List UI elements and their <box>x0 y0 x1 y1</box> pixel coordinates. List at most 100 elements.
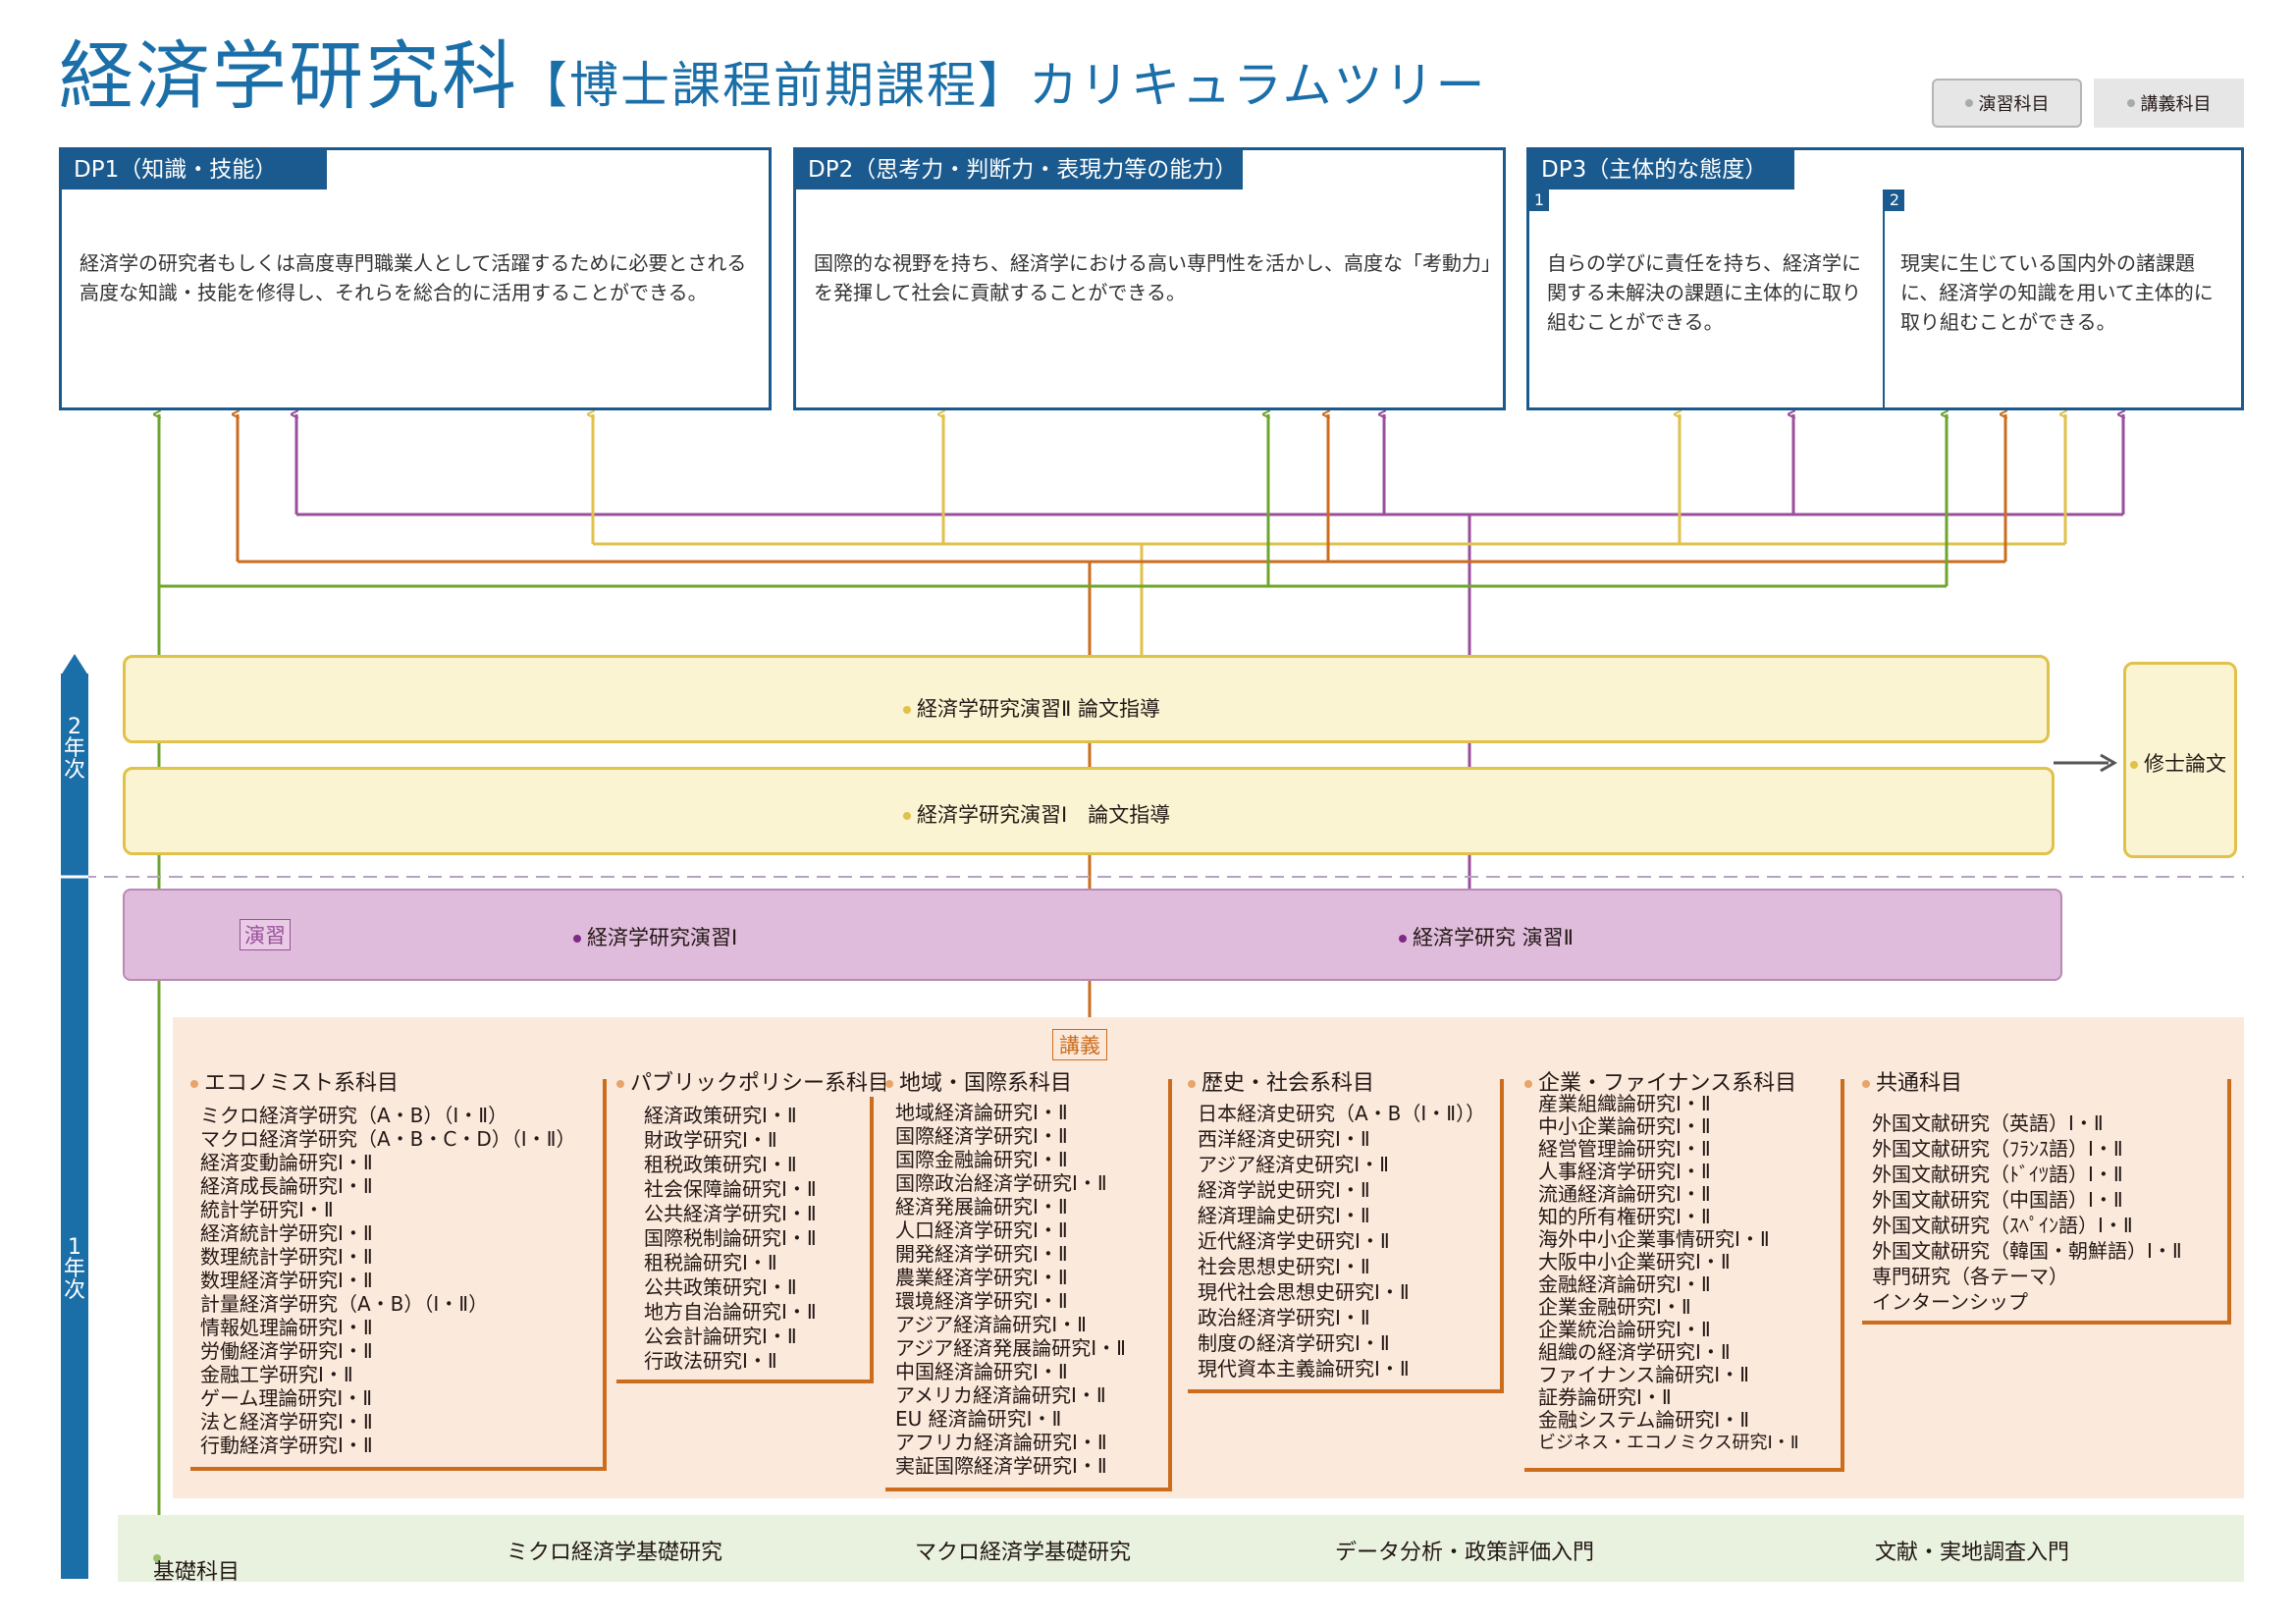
list-item: 租税論研究Ⅰ・Ⅱ <box>644 1251 777 1274</box>
course-list: ミクロ経済学研究（A・B）（Ⅰ・Ⅱ） マクロ経済学研究（A・B・C・D）（Ⅰ・Ⅱ… <box>200 1104 576 1457</box>
list-item: 経済成長論研究Ⅰ・Ⅱ <box>200 1174 373 1198</box>
course-list: 外国文献研究（英語）Ⅰ・Ⅱ 外国文献研究（ﾌﾗﾝｽ語）Ⅰ・Ⅱ 外国文献研究（ﾄﾞ… <box>1872 1110 2182 1315</box>
list-item: アジア経済史研究Ⅰ・Ⅱ <box>1198 1153 1389 1176</box>
list-item: 数理統計学研究Ⅰ・Ⅱ <box>200 1245 373 1269</box>
list-item: 行動経済学研究Ⅰ・Ⅱ <box>200 1434 373 1457</box>
list-item: 中国経済論研究Ⅰ・Ⅱ <box>895 1360 1068 1383</box>
list-item: アジア経済発展論研究Ⅰ・Ⅱ <box>895 1336 1126 1360</box>
list-item: 日本経済史研究（A・B（Ⅰ・Ⅱ）） <box>1198 1102 1486 1125</box>
list-item: 現代社会思想史研究Ⅰ・Ⅱ <box>1198 1280 1410 1304</box>
list-item: 流通経済論研究Ⅰ・Ⅱ <box>1538 1182 1711 1206</box>
kiso-band: 基礎科目 ミクロ経済学基礎研究 マクロ経済学基礎研究 データ分析・政策評価入門 … <box>118 1515 2244 1585</box>
list-item: 海外中小企業事情研究Ⅰ・Ⅱ <box>1538 1227 1770 1251</box>
dp2-text: 国際的な視野を持ち、経済学における高い専門性を活かし、高度な「考動力」を発揮して… <box>814 251 1491 304</box>
list-item: 公会計論研究Ⅰ・Ⅱ <box>644 1325 797 1348</box>
list-item: 開発経済学研究Ⅰ・Ⅱ <box>895 1242 1068 1266</box>
list-item: 現代資本主義論研究Ⅰ・Ⅱ <box>1198 1357 1410 1380</box>
category-business-finance: 企業・ファイナンス系科目 産業組織論研究Ⅰ・Ⅱ 中小企業論研究Ⅰ・Ⅱ 経営管理論… <box>1524 1065 1844 1472</box>
category-history-society: 歴史・社会系科目 日本経済史研究（A・B（Ⅰ・Ⅱ）） 西洋経済史研究Ⅰ・Ⅱ アジ… <box>1188 1065 1504 1393</box>
list-item: インターンシップ <box>1872 1290 2028 1314</box>
list-item: 金融経済論研究Ⅰ・Ⅱ <box>1538 1272 1711 1296</box>
course-list: 産業組織論研究Ⅰ・Ⅱ 中小企業論研究Ⅰ・Ⅱ 経営管理論研究Ⅰ・Ⅱ 人事経済学研究… <box>1538 1093 1799 1454</box>
list-item: EU 経済論研究Ⅰ・Ⅱ <box>895 1407 1062 1431</box>
list-item: 西洋経済史研究Ⅰ・Ⅱ <box>1198 1127 1370 1151</box>
list-item: 情報処理論研究Ⅰ・Ⅱ <box>200 1316 373 1339</box>
category-common: 共通科目 外国文献研究（英語）Ⅰ・Ⅱ 外国文献研究（ﾌﾗﾝｽ語）Ⅰ・Ⅱ 外国文献… <box>1862 1065 2231 1325</box>
list-item: 外国文献研究（ｽﾍﾟｲﾝ語）Ⅰ・Ⅱ <box>1872 1214 2133 1237</box>
list-item: 政治経済学研究Ⅰ・Ⅱ <box>1198 1306 1370 1329</box>
list-item: マクロ経済学研究（A・B・C・D）（Ⅰ・Ⅱ） <box>200 1127 576 1151</box>
list-item: 租税政策研究Ⅰ・Ⅱ <box>644 1153 797 1176</box>
kiso-item: ミクロ経済学基礎研究 <box>507 1541 723 1565</box>
category-title: 歴史・社会系科目 <box>1188 1065 1381 1097</box>
list-item: 地方自治論研究Ⅰ・Ⅱ <box>644 1300 817 1324</box>
title-main: 経済学研究科 <box>59 32 518 120</box>
list-item: 数理経済学研究Ⅰ・Ⅱ <box>200 1269 373 1292</box>
list-item: 経営管理論研究Ⅰ・Ⅱ <box>1538 1137 1711 1161</box>
list-item: 国際金融論研究Ⅰ・Ⅱ <box>895 1148 1068 1171</box>
list-item: アジア経済論研究Ⅰ・Ⅱ <box>895 1313 1087 1336</box>
list-item: 社会保障論研究Ⅰ・Ⅱ <box>644 1177 817 1201</box>
list-item: 外国文献研究（ﾌﾗﾝｽ語）Ⅰ・Ⅱ <box>1872 1137 2123 1161</box>
list-item: 地域経済論研究Ⅰ・Ⅱ <box>895 1101 1068 1124</box>
list-item: 中小企業論研究Ⅰ・Ⅱ <box>1538 1114 1711 1138</box>
dp2-head: DP2（思考力・判断力・表現力等の能力） <box>796 150 1243 189</box>
legend-kogi-label: 講義科目 <box>2140 94 2212 115</box>
list-item: 公共政策研究Ⅰ・Ⅱ <box>644 1275 797 1299</box>
category-title: エコノミスト系科目 <box>190 1065 405 1097</box>
category-economist: エコノミスト系科目 ミクロ経済学研究（A・B）（Ⅰ・Ⅱ） マクロ経済学研究（A・… <box>190 1065 607 1471</box>
list-item: 金融システム論研究Ⅰ・Ⅱ <box>1538 1408 1750 1432</box>
list-item: 経済学説史研究Ⅰ・Ⅱ <box>1198 1178 1370 1202</box>
kiso-item: マクロ経済学基礎研究 <box>915 1541 1132 1565</box>
band-ensyu2-thesis <box>123 655 2050 743</box>
list-item: 経済理論史研究Ⅰ・Ⅱ <box>1198 1204 1370 1227</box>
legend-ensyu-label: 演習科目 <box>1978 94 2050 115</box>
course-list: 日本経済史研究（A・B（Ⅰ・Ⅱ）） 西洋経済史研究Ⅰ・Ⅱ アジア経済史研究Ⅰ・Ⅱ… <box>1198 1101 1485 1381</box>
list-item: 証券論研究Ⅰ・Ⅱ <box>1538 1385 1672 1409</box>
list-item: 法と経済学研究Ⅰ・Ⅱ <box>200 1410 373 1434</box>
list-item: 経済変動論研究Ⅰ・Ⅱ <box>200 1151 373 1174</box>
list-item: 労働経済学研究Ⅰ・Ⅱ <box>200 1339 373 1363</box>
course-list: 経済政策研究Ⅰ・Ⅱ 財政学研究Ⅰ・Ⅱ 租税政策研究Ⅰ・Ⅱ 社会保障論研究Ⅰ・Ⅱ … <box>644 1104 817 1374</box>
list-item: ファイナンス論研究Ⅰ・Ⅱ <box>1538 1363 1749 1386</box>
list-item: 外国文献研究（韓国・朝鮮語）Ⅰ・Ⅱ <box>1872 1239 2182 1263</box>
list-item: 外国文献研究（英語）Ⅰ・Ⅱ <box>1872 1111 2104 1135</box>
list-item: 外国文献研究（中国語）Ⅰ・Ⅱ <box>1872 1188 2123 1212</box>
legend-ensyu: 演習科目 <box>1932 79 2082 128</box>
ensyu-band <box>123 889 2062 981</box>
dp3-text1: 自らの学びに責任を持ち、経済学に関する未解決の課題に主体的に取り組むことができる… <box>1547 251 1861 334</box>
list-item: ゲーム理論研究Ⅰ・Ⅱ <box>200 1386 373 1410</box>
list-item: 統計学研究Ⅰ・Ⅱ <box>200 1198 334 1221</box>
list-item: 金融工学研究Ⅰ・Ⅱ <box>200 1363 353 1386</box>
dp1-text: 経済学の研究者もしくは高度専門職業人として活躍するために必要とされる高度な知識・… <box>80 251 747 304</box>
ensyu-item1: 経済学研究演習Ⅰ <box>573 922 737 951</box>
band-ensyu2-label: 経済学研究演習Ⅱ 論文指導 <box>903 693 1160 723</box>
ensyu-item2: 経済学研究 演習Ⅱ <box>1399 922 1574 951</box>
dp2-box: DP2（思考力・判断力・表現力等の能力） 国際的な視野を持ち、経済学における高い… <box>793 147 1506 410</box>
legend-kogi: 講義科目 <box>2094 79 2244 128</box>
dp3-head: DP3（主体的な態度） <box>1529 150 1794 189</box>
category-public-policy: パブリックポリシー系科目 経済政策研究Ⅰ・Ⅱ 財政学研究Ⅰ・Ⅱ 租税政策研究Ⅰ・… <box>616 1065 896 1383</box>
kogi-tag: 講義 <box>1052 1029 1107 1060</box>
list-item: 経済統計学研究Ⅰ・Ⅱ <box>200 1221 373 1245</box>
dp3-text2: 現実に生じている国内外の諸課題に、経済学の知識を用いて主体的に取り組むことができ… <box>1900 251 2214 334</box>
kiso-item: 文献・実地調査入門 <box>1875 1541 2070 1565</box>
dp1-head: DP1（知識・技能） <box>62 150 327 189</box>
list-item: 行政法研究Ⅰ・Ⅱ <box>644 1349 777 1373</box>
list-item: アメリカ経済論研究Ⅰ・Ⅱ <box>895 1383 1106 1407</box>
list-item: 公共経済学研究Ⅰ・Ⅱ <box>644 1202 817 1225</box>
list-item: ビジネス・エコノミクス研究Ⅰ・Ⅱ <box>1538 1433 1799 1453</box>
list-item: 近代経済学史研究Ⅰ・Ⅱ <box>1198 1229 1390 1253</box>
dp3-divider <box>1883 189 1885 410</box>
list-item: 制度の経済学研究Ⅰ・Ⅱ <box>1198 1331 1390 1355</box>
list-item: 社会思想史研究Ⅰ・Ⅱ <box>1198 1255 1370 1278</box>
category-region-international: 地域・国際系科目 地域経済論研究Ⅰ・Ⅱ 国際経済学研究Ⅰ・Ⅱ 国際金融論研究Ⅰ・… <box>885 1065 1172 1491</box>
list-item: ミクロ経済学研究（A・B）（Ⅰ・Ⅱ） <box>200 1104 508 1127</box>
band-ensyu1-label: 経済学研究演習Ⅰ 論文指導 <box>903 799 1170 829</box>
list-item: 外国文献研究（ﾄﾞｲﾂ語）Ⅰ・Ⅱ <box>1872 1163 2123 1186</box>
list-item: 人事経済学研究Ⅰ・Ⅱ <box>1538 1160 1711 1183</box>
title-sub: 【博士課程前期課程】カリキュラムツリー <box>518 57 1487 114</box>
